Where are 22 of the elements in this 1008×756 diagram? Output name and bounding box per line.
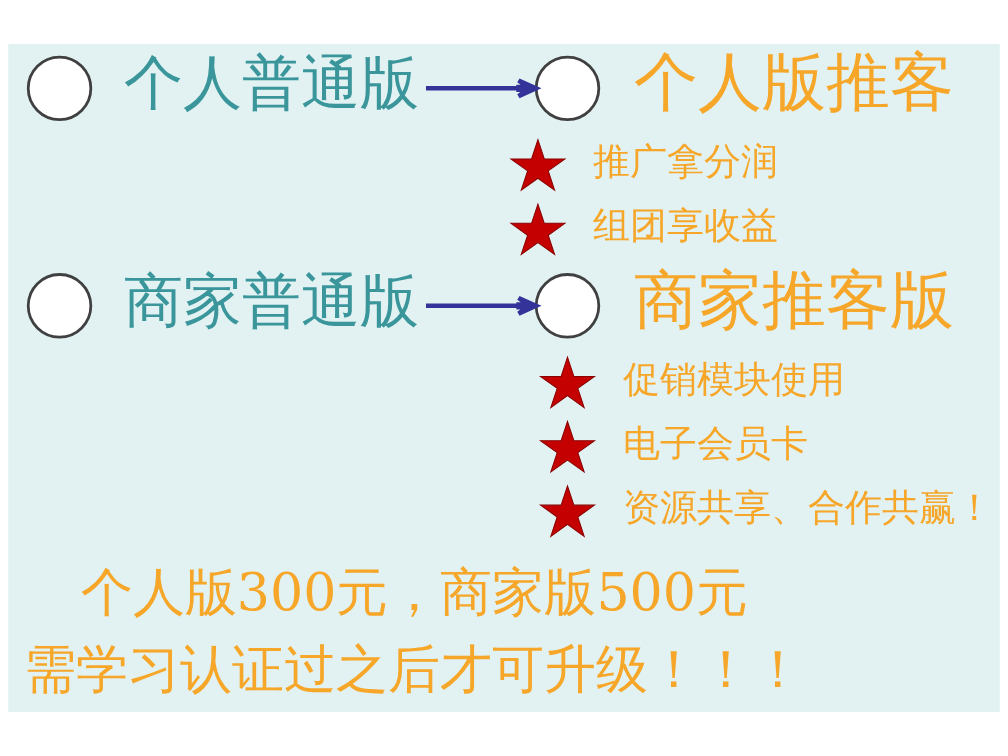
- node-circle: [534, 273, 601, 339]
- node-circle: [534, 55, 601, 122]
- node-label: 促销模块使用: [623, 357, 846, 401]
- node-circle: [26, 55, 93, 122]
- node-label: 资源共享、合作共赢！: [622, 486, 993, 530]
- node-text: 商家普通版: [124, 265, 420, 335]
- node-text: 个人版推客: [633, 44, 954, 120]
- node-star: [538, 355, 597, 409]
- node-circle: [26, 273, 93, 339]
- label: 需学习认证过之后才可升级！！！: [24, 638, 805, 699]
- node-star: [509, 138, 567, 192]
- arrow: [426, 78, 539, 99]
- label: 个人版300元，商家版500元: [80, 562, 748, 623]
- node-text: 商家推客版: [633, 261, 954, 337]
- node-label: 组团享收益: [593, 204, 779, 248]
- node-star: [509, 202, 567, 256]
- node-text: 个人普通版: [124, 48, 420, 118]
- node-label: 推广拿分润: [593, 140, 779, 184]
- node-star: [538, 484, 597, 538]
- node-star: [538, 419, 597, 474]
- node-label: 电子会员卡: [622, 421, 808, 465]
- arrow: [426, 295, 539, 316]
